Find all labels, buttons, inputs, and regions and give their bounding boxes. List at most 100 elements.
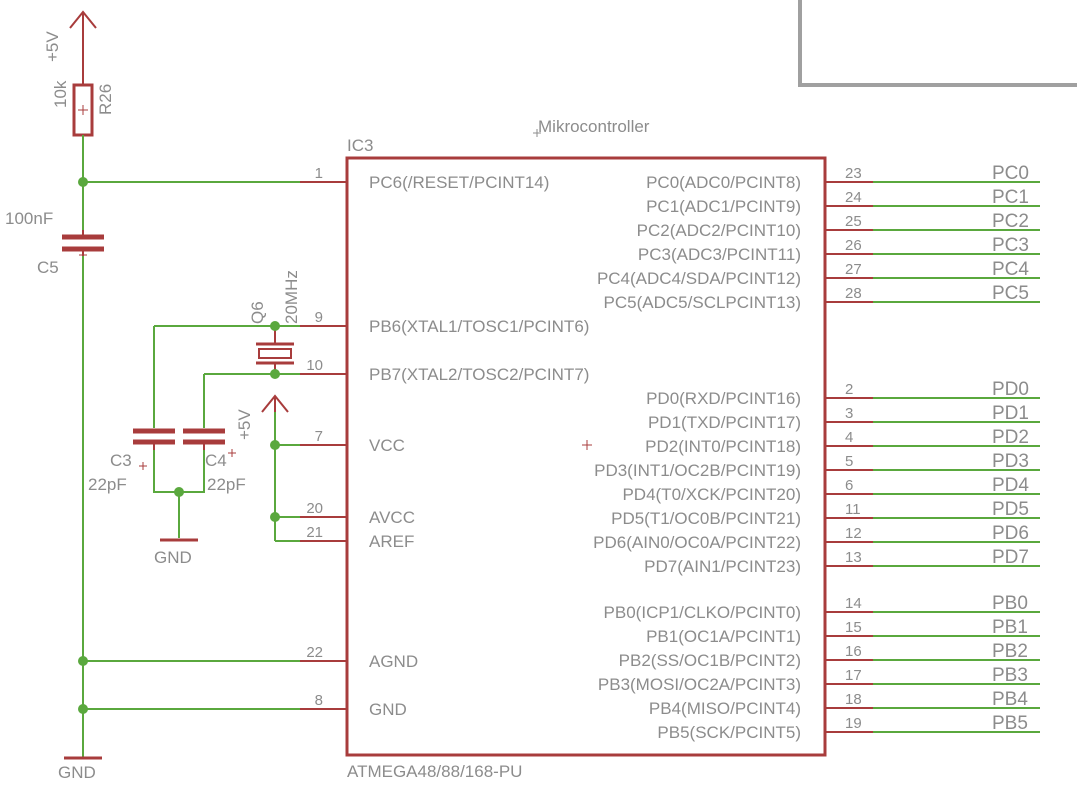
pin-name-12: PD6(AIN0/OC0A/PCINT22): [593, 533, 801, 552]
gnd-label-left: GND: [58, 763, 96, 782]
supply-symbol-mid: [261, 394, 289, 413]
c4-value: 22pF: [207, 475, 246, 494]
pin-number-14: 14: [845, 595, 862, 612]
origin-cross: [533, 129, 541, 137]
pin-name-18: PB4(MISO/PCINT4): [649, 699, 801, 718]
pin-number-7: 7: [315, 428, 323, 445]
supply-label-top: +5V: [43, 31, 62, 62]
net-label-PD7: PD7: [992, 547, 1029, 568]
c5-name: C5: [37, 258, 59, 277]
net-label-PC0: PC0: [992, 163, 1029, 184]
pin-name-9: PB6(XTAL1/TOSC1/PCINT6): [369, 317, 589, 336]
capacitor-c3: [133, 428, 175, 470]
pin-name-14: PB0(ICP1/CLKO/PCINT0): [604, 603, 801, 622]
net-label-PD2: PD2: [992, 427, 1029, 448]
net-label-PD5: PD5: [992, 499, 1029, 520]
net-label-PC4: PC4: [992, 259, 1029, 280]
r26-name: R26: [96, 84, 115, 115]
pin-name-4: PD2(INT0/PCINT18): [645, 437, 801, 456]
pin-number-11: 11: [845, 501, 861, 518]
pin-number-17: 17: [845, 667, 862, 684]
crystal-q6: [256, 326, 294, 374]
ic-value: ATMEGA48/88/168-PU: [347, 762, 522, 781]
c4-name: C4: [205, 451, 227, 470]
q6-value: 20MHz: [282, 270, 301, 324]
pin-name-26: PC3(ADC3/PCINT11): [638, 245, 801, 264]
net-label-PB1: PB1: [992, 617, 1028, 638]
pin-name-7: VCC: [369, 436, 405, 455]
pin-number-10: 10: [306, 357, 323, 374]
pin-number-22: 22: [306, 644, 323, 661]
pin-number-23: 23: [845, 165, 862, 182]
net-label-PC3: PC3: [992, 235, 1029, 256]
ic-left-pins: 1 PC6(/RESET/PCINT14) 9 PB6(XTAL1/TOSC1/PCI…: [300, 165, 589, 719]
pin-number-4: 4: [845, 429, 853, 446]
pin-number-25: 25: [845, 213, 862, 230]
pin-number-26: 26: [845, 237, 862, 254]
pin-number-12: 12: [845, 525, 862, 542]
pin-name-25: PC2(ADC2/PCINT10): [637, 221, 801, 240]
net-label-PC1: PC1: [992, 187, 1029, 208]
pin-name-19: PB5(SCK/PCINT5): [657, 723, 801, 742]
supply-symbol-top: [69, 10, 97, 85]
net-label-PD3: PD3: [992, 451, 1029, 472]
c3-value: 22pF: [88, 475, 127, 494]
pin-number-27: 27: [845, 261, 862, 278]
junction: [270, 369, 280, 379]
gnd-label-mid: GND: [154, 548, 192, 567]
pin-number-16: 16: [845, 643, 862, 660]
net-label-PB4: PB4: [992, 689, 1028, 710]
pin-name-17: PB3(MOSI/OC2A/PCINT3): [598, 675, 801, 694]
pin-number-2: 2: [845, 381, 853, 398]
pin-number-1: 1: [315, 165, 323, 182]
pin-name-1: PC6(/RESET/PCINT14): [369, 173, 549, 192]
ic-name: IC3: [347, 136, 373, 155]
pin-number-24: 24: [845, 189, 862, 206]
pin-name-21: AREF: [369, 532, 414, 551]
pin-number-15: 15: [845, 619, 862, 636]
pin-name-10: PB7(XTAL2/TOSC2/PCINT7): [369, 365, 589, 384]
pin-name-16: PB2(SS/OC1B/PCINT2): [619, 651, 801, 670]
resistor-r26: [72, 83, 94, 137]
pin-number-13: 13: [845, 549, 862, 566]
pin-number-21: 21: [306, 524, 323, 541]
pin-name-11: PD5(T1/OC0B/PCINT21): [611, 509, 801, 528]
net-label-PB0: PB0: [992, 593, 1028, 614]
pin-number-18: 18: [845, 691, 862, 708]
r26-value: 10k: [51, 80, 70, 108]
pin-number-28: 28: [845, 285, 862, 302]
pin-name-2: PD0(RXD/PCINT16): [646, 389, 801, 408]
net-label-PB2: PB2: [992, 641, 1028, 662]
pin-name-8: GND: [369, 700, 407, 719]
pin-number-19: 19: [845, 715, 862, 732]
pin-number-9: 9: [315, 309, 323, 326]
pin-number-6: 6: [845, 477, 853, 494]
capacitor-c4: [183, 428, 236, 457]
capacitor-c5: [62, 230, 104, 259]
net-label-PD1: PD1: [992, 403, 1029, 424]
origin-cross: [582, 440, 592, 450]
pin-name-5: PD3(INT1/OC2B/PCINT19): [594, 461, 801, 480]
pin-name-20: AVCC: [369, 508, 415, 527]
ic-body: [345, 156, 827, 757]
pin-name-22: AGND: [369, 652, 418, 671]
c5-value: 100nF: [5, 209, 53, 228]
supply-label-mid: +5V: [235, 409, 254, 440]
net-label-PC5: PC5: [992, 283, 1029, 304]
pin-name-27: PC4(ADC4/SDA/PCINT12): [597, 269, 801, 288]
pin-name-3: PD1(TXD/PCINT17): [648, 413, 801, 432]
pin-name-15: PB1(OC1A/PCINT1): [646, 627, 801, 646]
pin-name-13: PD7(AIN1/PCINT23): [644, 557, 801, 576]
pin-number-20: 20: [306, 500, 323, 517]
pin-name-28: PC5(ADC5/SCLPCINT13): [604, 293, 801, 312]
ic-right-pins: 23PC0(ADC0/PCINT8)PC024PC1(ADC1/PCINT9)P…: [593, 163, 1040, 742]
pin-number-8: 8: [315, 692, 323, 709]
net-label-PB3: PB3: [992, 665, 1028, 686]
pin-name-24: PC1(ADC1/PCINT9): [646, 197, 801, 216]
q6-name: Q6: [248, 301, 267, 324]
pin-number-5: 5: [845, 453, 853, 470]
pin-number-3: 3: [845, 405, 853, 422]
net-label-PB5: PB5: [992, 713, 1028, 734]
junction: [270, 321, 280, 331]
